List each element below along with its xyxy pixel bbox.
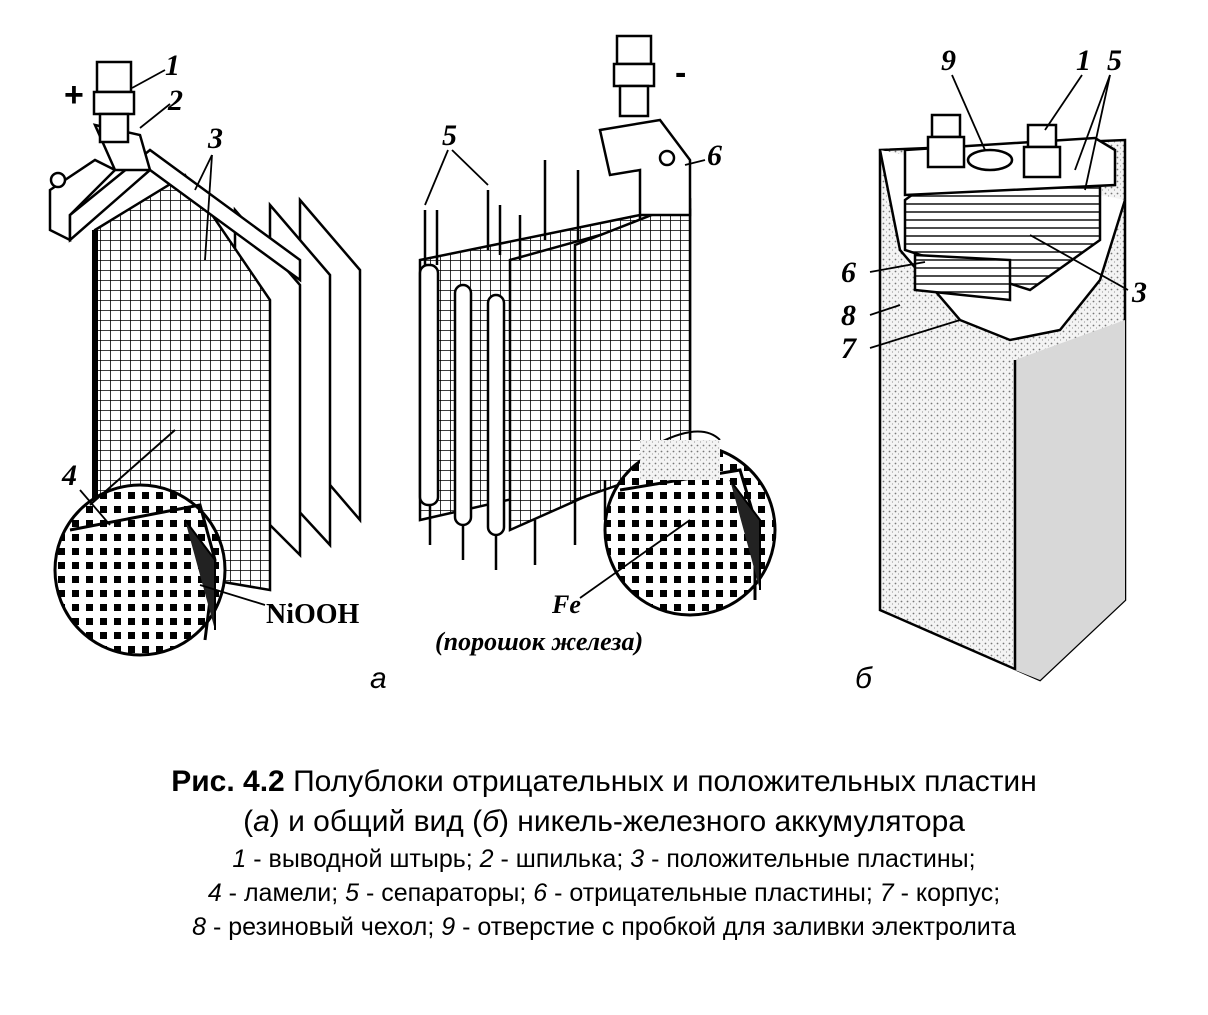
caption-title: Рис. 4.2 Полублоки отрицательных и полож… [0,762,1208,842]
caption-legend: 1 - выводной штырь; 2 - шпилька; 3 - пол… [0,842,1208,944]
panel-label-b: б [855,662,873,695]
label-8-right: 8 [841,299,856,332]
label-fe: Fe [551,590,581,619]
label-7-right: 7 [841,332,857,365]
label-niooh: NiOOH [266,599,360,630]
label-2-left: 2 [167,84,183,117]
legend-line-3: 8 - резиновый чехол; 9 - отверстие с про… [0,910,1208,944]
leader-lines [79,69,1129,606]
legend-text: - положительные пластины; [644,845,976,873]
legend-text: - шпилька; [493,845,631,873]
legend-num: 2 [479,845,494,873]
panel-label-a: а [370,662,387,695]
legend-line-1: 1 - выводной штырь; 2 - шпилька; 3 - пол… [0,842,1208,876]
caption-title-part1: Полублоки отрицательных и положительных … [284,765,1037,798]
label-5-middle: 5 [442,119,457,152]
battery-general-view [878,113,1127,682]
iron-zoom-circle [603,430,777,617]
legend-num: 1 [232,845,247,873]
label-3-right: 3 [1131,276,1147,309]
legend-num: 7 [879,879,894,907]
caption-title-part2: ) и общий вид ( [269,805,483,838]
legend-text: - корпус; [893,879,1001,907]
label-1-left: 1 [165,49,180,82]
caption-a: а [253,805,270,838]
label-minus: - [675,54,686,92]
legend-num: 8 [192,913,207,941]
label-9-right: 9 [941,44,956,77]
legend-num: 4 [207,879,222,907]
legend-num: 5 [345,879,360,907]
legend-num: 6 [533,879,548,907]
label-iron-powder: (порошок железа) [435,627,643,656]
legend-text: - сепараторы; [359,879,534,907]
figure-caption: Рис. 4.2 Полублоки отрицательных и полож… [0,762,1208,944]
caption-b: б [482,805,499,838]
label-5-right: 5 [1107,44,1122,77]
caption-title-part3: ) никель-железного аккумулятора [498,805,965,838]
label-plus: + [64,76,84,114]
label-6-middle: 6 [707,139,722,172]
legend-text: - выводной штырь; [246,845,480,873]
label-3-left: 3 [207,122,223,155]
legend-text: - отрицательные пластины; [547,879,880,907]
legend-text: - отверстие с пробкой для заливки электр… [455,913,1016,941]
caption-paren: ( [243,805,254,838]
figure-illustration: + - 1 2 3 4 5 6 NiOOH Fe (порошок железа… [48,34,1147,695]
lamella-zoom-circle [53,429,227,657]
legend-num: 3 [630,845,645,873]
negative-plate-block [418,34,692,570]
label-6-right: 6 [841,256,856,289]
caption-fig-number: Рис. 4.2 [171,765,285,798]
diagram-labels: + - 1 2 3 4 5 6 NiOOH Fe (порошок железа… [61,44,1147,695]
label-4-left: 4 [61,459,77,492]
label-1-right: 1 [1076,44,1091,77]
legend-text: - резиновый чехол; [206,913,442,941]
legend-line-2: 4 - ламели; 5 - сепараторы; 6 - отрицате… [0,876,1208,910]
legend-text: - ламели; [221,879,346,907]
legend-num: 9 [441,913,456,941]
